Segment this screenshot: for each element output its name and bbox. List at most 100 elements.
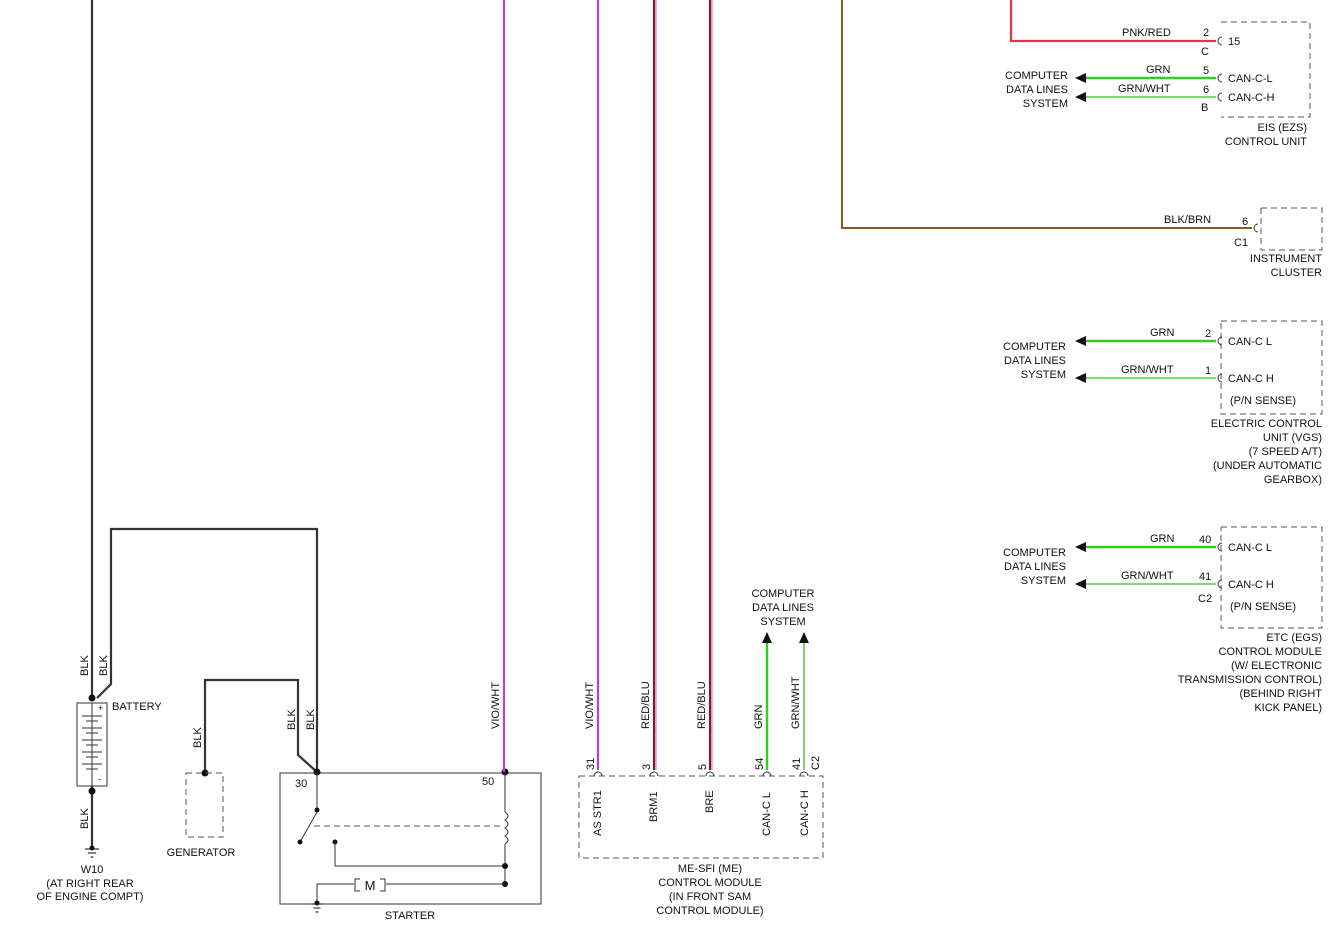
- cdl-label-3: SYSTEM: [1021, 575, 1066, 587]
- wire-label-red-blu: RED/BLU: [696, 681, 708, 729]
- wire-label-blk: BLK: [79, 808, 91, 829]
- eis-pin-5: 5: [1203, 65, 1209, 77]
- arrow-left-icon: [1075, 336, 1086, 346]
- etc-conn-c2: C2: [1198, 593, 1212, 605]
- eis-conn-b: B: [1201, 102, 1208, 114]
- arrow-left-icon: [1075, 579, 1086, 589]
- vgs-pn-sense: (P/N SENSE): [1230, 395, 1296, 407]
- blk-wire-battery-to-starter[interactable]: [96, 527, 319, 772]
- generator-label: GENERATOR: [167, 847, 236, 859]
- eis-control-unit: PNK/RED 2 C 15 GRN 5 GRN/WHT 6 B COMPUTE…: [1005, 0, 1311, 148]
- switch-contact: [297, 839, 303, 845]
- wire-label-blk: BLK: [305, 709, 317, 730]
- wire-label-red-blu: RED/BLU: [640, 681, 652, 729]
- starter-label: STARTER: [385, 910, 435, 922]
- vgs-title-5: GEARBOX): [1264, 474, 1322, 486]
- coil-icon: [504, 811, 509, 845]
- ground-dot: [89, 845, 95, 851]
- arrow-left-icon: [1075, 92, 1086, 102]
- arrow-left-icon: [1075, 373, 1086, 383]
- ground-location-1: (AT RIGHT REAR: [46, 878, 133, 890]
- wire-label-grn: GRN: [1150, 327, 1175, 339]
- etc-title-4: TRANSMISSION CONTROL): [1178, 674, 1322, 686]
- pnk-red-wire[interactable]: [1009, 0, 1216, 43]
- etc-title-2: CONTROL MODULE: [1219, 646, 1323, 658]
- motor-label: M: [365, 878, 376, 893]
- me-sfi-box[interactable]: [578, 775, 824, 859]
- cdl-label-2: DATA LINES: [1006, 84, 1068, 96]
- pin-3: 3: [641, 764, 653, 770]
- etc-box[interactable]: [1220, 526, 1323, 629]
- switch-contact: [314, 807, 320, 813]
- pin-name-as-str1: AS STR1: [592, 790, 604, 836]
- junction-dot: [88, 694, 96, 702]
- cdl-label-1: COMPUTER: [752, 588, 815, 600]
- wire-label-grn: GRN: [753, 705, 765, 730]
- pin-41: 41: [791, 758, 803, 770]
- starter-pin-30: 30: [295, 778, 307, 790]
- pin-name-brm1: BRM1: [648, 791, 660, 822]
- eis-box[interactable]: [1221, 21, 1311, 118]
- arrow-left-icon: [1075, 73, 1086, 83]
- pin-31: 31: [585, 758, 597, 770]
- switch-icon: [299, 811, 318, 843]
- junction-dot: [502, 863, 508, 869]
- wire-label-grn-wht: GRN/WHT: [1121, 364, 1174, 376]
- wire-label-blk: BLK: [286, 709, 298, 730]
- eis-can-c-h: CAN-C-H: [1228, 92, 1274, 104]
- vgs-control-unit: GRN 2 GRN/WHT 1 COMPUTER DATA LINES SYST…: [1003, 320, 1323, 486]
- pin-name-can-c-l: CAN-C L: [761, 792, 773, 836]
- starter-wire: [334, 842, 505, 867]
- wire-label-vio-wht: VIO/WHT: [490, 682, 502, 729]
- vgs-title-2: UNIT (VGS): [1263, 432, 1322, 444]
- eis-can-c-l: CAN-C-L: [1228, 73, 1273, 85]
- vgs-can-c-h: CAN-C H: [1228, 373, 1274, 385]
- wire-label-grn-wht: GRN/WHT: [1121, 570, 1174, 582]
- battery-minus: -: [98, 774, 101, 784]
- instrument-cluster: BLK/BRN 6 C1 INSTRUMENT CLUSTER: [841, 0, 1323, 279]
- pin-name-bre: BRE: [704, 790, 716, 813]
- etc-title-5: (BEHIND RIGHT: [1240, 688, 1323, 700]
- vgs-title-3: (7 SPEED A/T): [1249, 446, 1322, 458]
- starter-box[interactable]: [279, 772, 542, 905]
- cluster-connector: [1253, 223, 1259, 233]
- eis-pin-6: 6: [1203, 84, 1209, 96]
- vgs-title-1: ELECTRIC CONTROL: [1211, 418, 1322, 430]
- ground-dot: [314, 900, 320, 906]
- etc-title-1: ETC (EGS): [1266, 632, 1322, 644]
- ground-name: W10: [81, 864, 104, 876]
- connector-c2: C2: [810, 756, 822, 770]
- etc-title-3: (W/ ELECTRONIC: [1231, 660, 1322, 672]
- wire-label-grn-wht: GRN/WHT: [790, 676, 802, 729]
- me-sfi-title-3: (IN FRONT SAM: [669, 891, 751, 903]
- wire-label-blk: BLK: [79, 655, 91, 676]
- cdl-label-1: COMPUTER: [1003, 341, 1066, 353]
- pin-name-can-c-h: CAN-C H: [799, 790, 811, 836]
- etc-control-module: GRN 40 GRN/WHT 41 C2 COMPUTER DATA LINES…: [1003, 526, 1323, 714]
- etc-pin-40: 40: [1199, 534, 1211, 546]
- motor-icon: M: [354, 878, 386, 893]
- starter-component: 30 50 M STARTER: [279, 768, 542, 922]
- me-sfi-title-1: ME-SFI (ME): [678, 863, 742, 875]
- arrow-up-icon: [799, 632, 809, 643]
- wire-label-pnk-red: PNK/RED: [1122, 27, 1171, 39]
- etc-pn-sense: (P/N SENSE): [1230, 601, 1296, 613]
- generator-box[interactable]: [185, 772, 224, 838]
- cluster-pin-6: 6: [1242, 216, 1248, 228]
- blk-wire-generator[interactable]: [203, 678, 318, 773]
- me-sfi-title-4: CONTROL MODULE): [656, 905, 763, 917]
- me-sfi-module: 31 3 5 54 41 C2 AS STR1 BRM1 BRE CAN-C L…: [578, 756, 824, 917]
- blk-brn-wire[interactable]: [841, 0, 1252, 229]
- eis-conn-c: C: [1201, 46, 1209, 58]
- wire-label-blk: BLK: [192, 727, 204, 748]
- eis-pin-2: 2: [1203, 27, 1209, 39]
- cluster-box[interactable]: [1260, 207, 1323, 251]
- wire-label-vio-wht: VIO/WHT: [584, 682, 596, 729]
- cdl-label-2: DATA LINES: [1004, 561, 1066, 573]
- etc-title-6: KICK PANEL): [1254, 702, 1322, 714]
- vgs-box[interactable]: [1220, 320, 1323, 415]
- cdl-label-1: COMPUTER: [1003, 547, 1066, 559]
- cluster-title-1: INSTRUMENT: [1250, 253, 1322, 265]
- vgs-title-4: (UNDER AUTOMATIC: [1213, 460, 1322, 472]
